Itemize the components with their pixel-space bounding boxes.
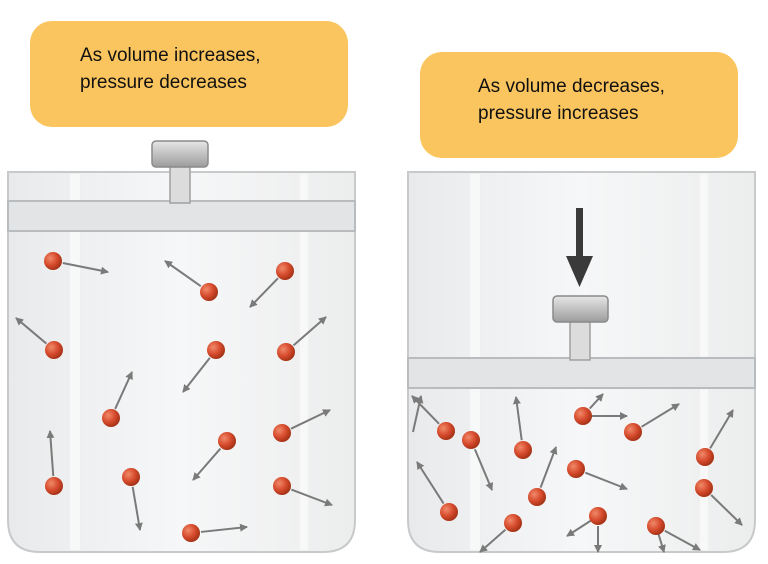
- right-container: [407, 171, 756, 553]
- velocity-arrow: [416, 461, 445, 505]
- gas-particle: [574, 407, 592, 425]
- caption-left-line-2: pressure decreases: [80, 72, 247, 93]
- velocity-arrow: [164, 260, 202, 288]
- right-piston-knob: [552, 295, 609, 323]
- gas-particle: [504, 514, 522, 532]
- left-piston-knob: [151, 140, 209, 168]
- velocity-arrow: [15, 317, 47, 345]
- left-jar: [7, 171, 356, 553]
- velocity-arrow: [664, 529, 701, 551]
- velocity-arrow: [249, 277, 279, 308]
- left-container: [7, 140, 356, 553]
- left-piston-rod: [169, 161, 191, 204]
- velocity-arrows: [15, 260, 743, 553]
- gas-particle: [182, 524, 200, 542]
- gas-particle: [273, 424, 291, 442]
- velocity-arrow: [290, 409, 331, 430]
- gas-particle: [624, 423, 642, 441]
- caption-volume-decreases: As volume decreases, pressure increases: [420, 52, 738, 158]
- right-piston-plate: [407, 357, 756, 389]
- gas-particle: [696, 448, 714, 466]
- gas-particle: [102, 409, 120, 427]
- gas-particle: [207, 341, 225, 359]
- gas-particle: [589, 507, 607, 525]
- gas-particle: [277, 343, 295, 361]
- gas-particle: [200, 283, 218, 301]
- velocity-arrow: [584, 471, 628, 491]
- gas-particle: [276, 262, 294, 280]
- velocity-arrow: [192, 447, 222, 481]
- gas-particle: [122, 468, 140, 486]
- velocity-arrow: [46, 430, 55, 477]
- gas-particle: [273, 477, 291, 495]
- velocity-arrow: [539, 446, 558, 489]
- velocity-arrow: [292, 316, 327, 347]
- velocity-arrow: [290, 488, 333, 507]
- velocity-arrow: [512, 396, 523, 441]
- gas-particle: [462, 431, 480, 449]
- velocity-arrow: [641, 403, 680, 428]
- velocity-arrow: [479, 528, 507, 553]
- velocity-arrow: [182, 357, 211, 393]
- velocity-arrow: [473, 448, 493, 491]
- gas-particle: [647, 517, 665, 535]
- velocity-arrow: [62, 261, 109, 275]
- gas-particle: [218, 432, 236, 450]
- gas-particle: [437, 422, 455, 440]
- gas-particle: [695, 479, 713, 497]
- velocity-arrow: [131, 486, 143, 531]
- velocity-arrow: [200, 523, 248, 533]
- velocity-arrow: [412, 395, 424, 433]
- gas-particle: [440, 503, 458, 521]
- gas-particle: [567, 460, 585, 478]
- caption-left-line-1: As volume increases,: [80, 45, 261, 66]
- caption-volume-increases: As volume increases, pressure decreases: [30, 21, 348, 127]
- press-down-arrow-icon: [566, 208, 593, 287]
- gas-particle: [528, 488, 546, 506]
- velocity-arrow: [114, 371, 133, 410]
- velocity-arrow: [588, 393, 604, 410]
- gas-particle: [45, 477, 63, 495]
- gas-particle: [45, 341, 63, 359]
- gas-particle: [514, 441, 532, 459]
- gas-particles: [44, 252, 714, 542]
- left-piston-plate: [7, 200, 356, 232]
- gas-particle: [44, 252, 62, 270]
- velocity-arrow: [709, 409, 734, 449]
- caption-right-line-2: pressure increases: [478, 103, 639, 124]
- right-piston-rod: [569, 317, 591, 361]
- caption-right-line-1: As volume decreases,: [478, 76, 665, 97]
- velocity-arrow: [710, 494, 743, 526]
